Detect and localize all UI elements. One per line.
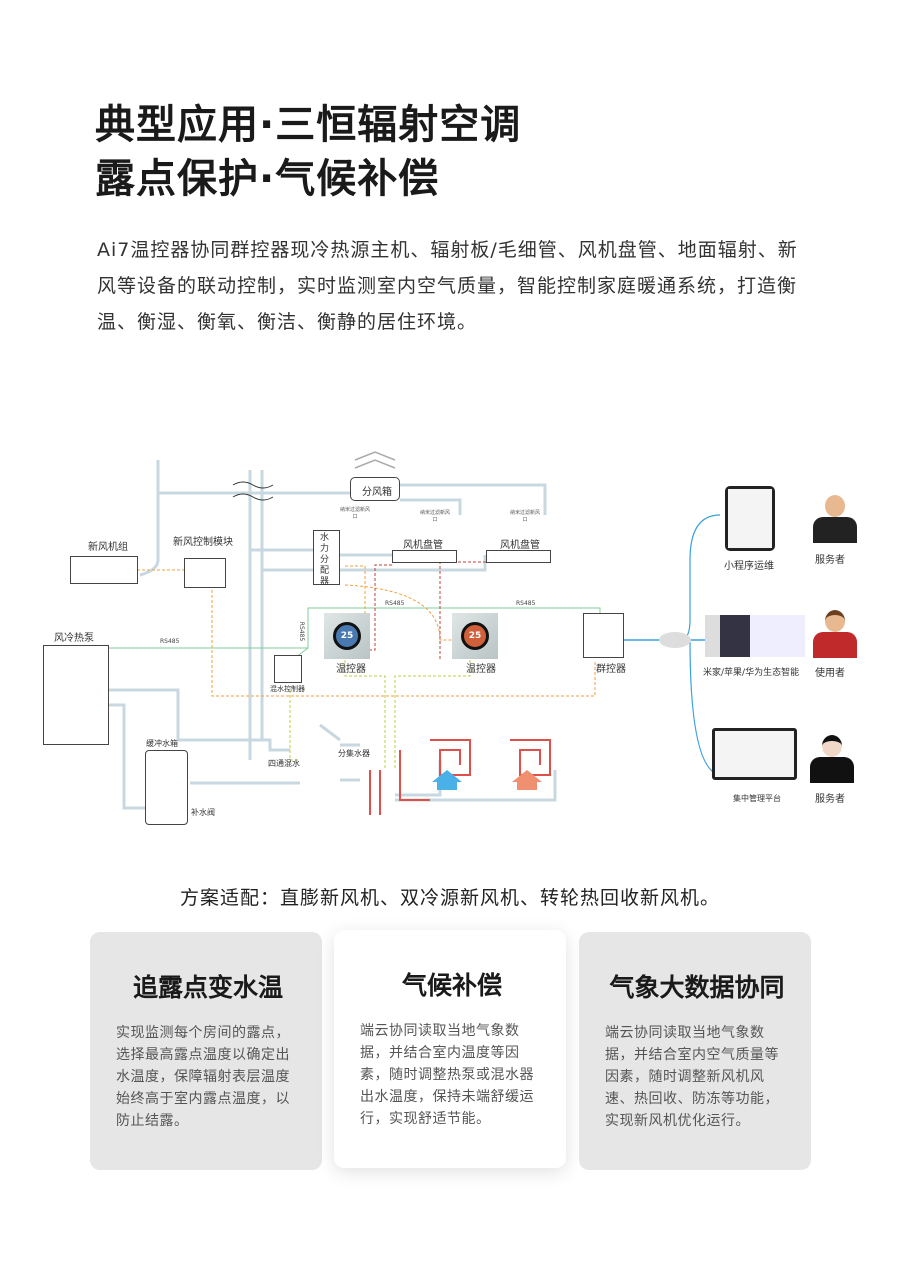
card-body: 实现监测每个房间的露点，选择最高露点温度以确定出水温度，保障辐射表层温度始终高于… (116, 1025, 290, 1129)
service-person-label: 服务者 (815, 794, 845, 805)
phone-icon (725, 486, 775, 551)
fresh-air-unit-icon (70, 556, 138, 584)
solution-subtitle: 方案适配：直膨新风机、双冷源新风机、转轮热回收新风机。 (179, 887, 720, 909)
fan-coil-icon (486, 550, 551, 563)
mixing-controller-icon[interactable] (274, 655, 302, 683)
monitor-icon (712, 728, 797, 780)
card-title: 气候补偿 (401, 971, 502, 1000)
nano-outlet-label: 纳米过滤新风口 (420, 510, 451, 523)
ecosystem-label: 米家/苹果/华为生态智能 (703, 668, 800, 678)
mini-program-label: 小程序运维 (724, 561, 774, 572)
rs485-label: RS485 (385, 600, 405, 607)
page-title-line1: 典型应用·三恒辐射空调 (95, 102, 522, 148)
feature-card-climate: 气候补偿 端云协同读取当地气象数据，并结合室内温度等因素，随时调整热泵或混水器出… (334, 930, 566, 1168)
thermostat-device[interactable]: 25 (324, 613, 370, 659)
four-way-mix-label: 四通混水 (268, 759, 300, 768)
air-box-icon (350, 477, 400, 501)
water-distributor-icon (313, 530, 340, 585)
card-title: 气象大数据协同 (609, 973, 785, 1002)
thermostat-label: 温控器 (466, 664, 496, 675)
nano-outlet-label: 纳米过滤新风口 (340, 507, 371, 520)
card-body: 端云协同读取当地气象数据，并结合室内空气质量等因素，随时调整新风机风速、热回收、… (605, 1025, 779, 1129)
page-title-line2: 露点保护·气候补偿 (95, 156, 440, 202)
thermostat-device[interactable]: 25 (452, 613, 498, 659)
fresh-air-module-label: 新风控制模块 (173, 537, 233, 548)
buffer-tank-icon (145, 750, 188, 825)
thermostat-display: 25 (333, 622, 361, 650)
fresh-air-module-icon (184, 558, 226, 588)
feature-card-dewpoint: 追露点变水温 实现监测每个房间的露点，选择最高露点温度以确定出水温度，保障辐射表… (90, 932, 322, 1170)
fan-coil-label: 风机盘管 (500, 540, 540, 551)
user-person-label: 使用者 (815, 668, 845, 679)
heat-pump-icon (43, 645, 109, 745)
manifold-label: 分集水器 (338, 749, 370, 758)
buffer-tank-label: 缓冲水箱 (146, 739, 178, 748)
heat-pump-label: 风冷热泵 (54, 633, 94, 644)
fan-coil-icon (392, 550, 457, 563)
air-box-label: 分风箱 (362, 487, 392, 498)
service-person-icon (810, 735, 854, 785)
mixing-controller-label: 混水控制器 (270, 685, 305, 693)
platform-label: 集中管理平台 (733, 794, 781, 803)
group-controller-label: 群控器 (596, 664, 626, 675)
card-title: 追露点变水温 (132, 973, 283, 1002)
rs485-label: RS485 (298, 621, 306, 642)
rs485-label: RS485 (160, 638, 180, 645)
rs485-label: RS485 (516, 600, 536, 607)
thermostat-label: 温控器 (336, 664, 366, 675)
fresh-air-unit-label: 新风机组 (88, 542, 128, 553)
refill-valve-label: 补水阀 (191, 808, 215, 817)
user-person-icon (813, 610, 857, 660)
group-controller-icon[interactable] (583, 613, 624, 658)
water-distributor-label: 水力分配器 (320, 533, 330, 587)
fan-coil-label: 风机盘管 (403, 540, 443, 551)
service-person-label: 服务者 (815, 555, 845, 566)
nano-outlet-label: 纳米过滤新风口 (510, 510, 541, 523)
thermostat-display: 25 (461, 622, 489, 650)
service-person-icon (813, 495, 857, 545)
card-body: 端云协同读取当地气象数据，并结合室内温度等因素，随时调整热泵或混水器出水温度，保… (360, 1023, 534, 1127)
smart-devices-icon (705, 615, 805, 657)
feature-card-weather-data: 气象大数据协同 端云协同读取当地气象数据，并结合室内空气质量等因素，随时调整新风… (579, 932, 811, 1170)
intro-text: Ai7温控器协同群控器现冷热源主机、辐射板/毛细管、风机盘管、地面辐射、新风等设… (97, 239, 798, 333)
